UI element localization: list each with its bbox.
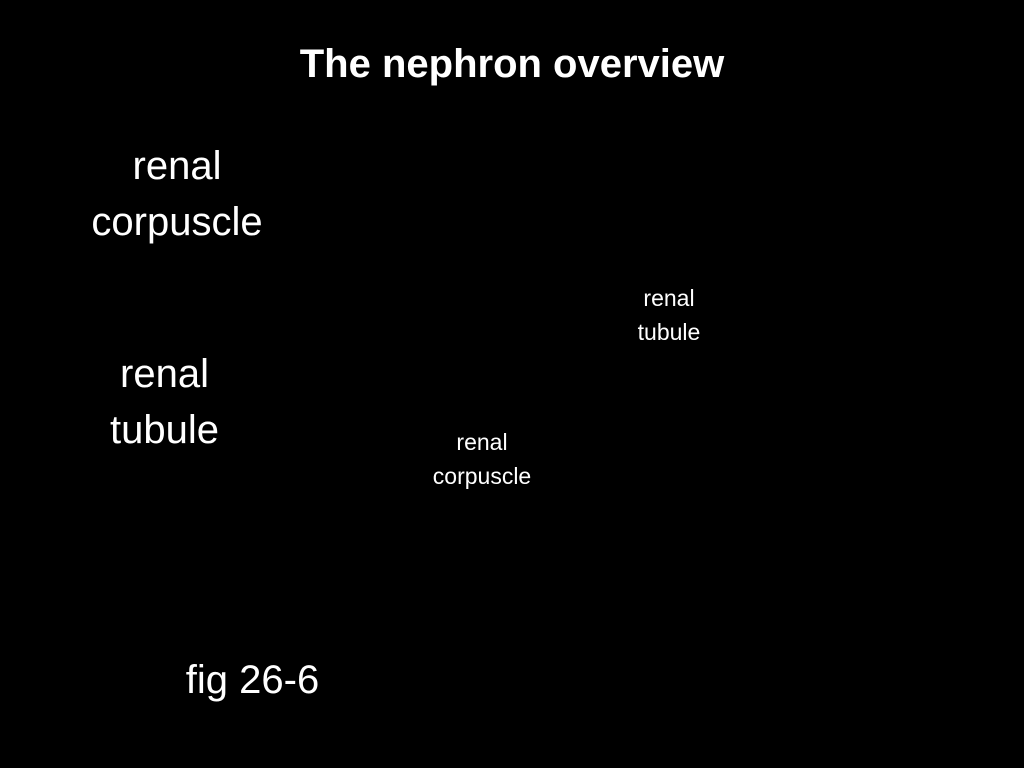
- label-line: renal: [132, 144, 222, 188]
- figure-reference: fig 26-6: [185, 658, 320, 702]
- label-line: tubule: [637, 319, 701, 345]
- label-renal-tubule-right: renal tubule: [608, 281, 730, 349]
- label-line: renal: [120, 352, 209, 396]
- label-line: corpuscle: [91, 200, 263, 244]
- label-line: renal: [456, 429, 508, 455]
- label-renal-corpuscle-left: renal corpuscle: [62, 138, 292, 250]
- label-line: corpuscle: [432, 463, 532, 489]
- slide-title: The nephron overview: [299, 42, 725, 86]
- label-line: renal: [643, 285, 695, 311]
- label-renal-corpuscle-mid: renal corpuscle: [412, 425, 552, 493]
- label-renal-tubule-left: renal tubule: [62, 346, 267, 458]
- label-line: tubule: [110, 408, 219, 452]
